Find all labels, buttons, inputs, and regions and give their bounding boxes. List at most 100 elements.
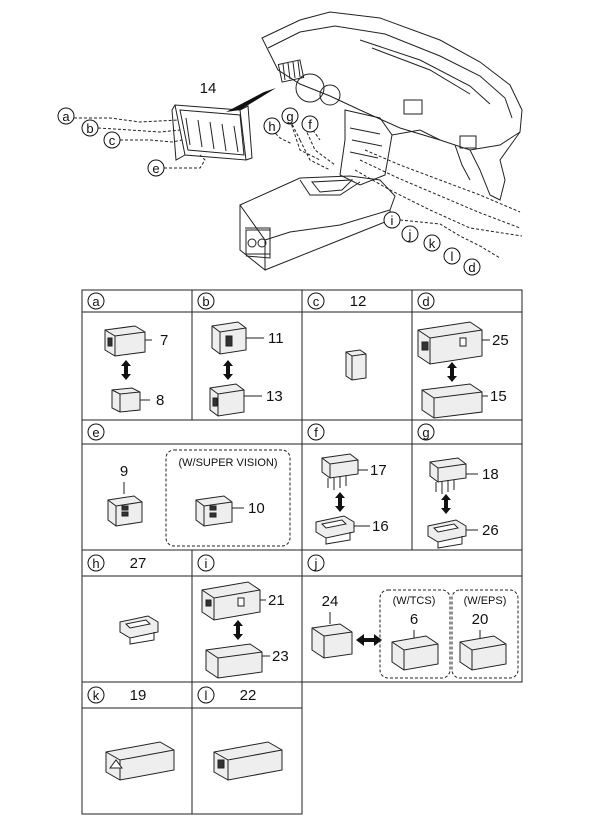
svg-text:i: i [205, 556, 208, 571]
cell-j: j 24 (W/TCS) 6 (W/EPS) 20 [307, 554, 519, 679]
svg-text:k: k [429, 236, 436, 251]
svg-text:a: a [92, 294, 100, 309]
part-15-illustration [421, 383, 483, 419]
cell-e: e 9 (W/SUPER VISION) 10 [87, 423, 291, 547]
svg-text:20: 20 [472, 611, 489, 628]
part-8-illustration [111, 387, 141, 413]
svg-text:d: d [468, 260, 475, 275]
callout-e: e [147, 159, 165, 177]
cell-f: f 17 16 [307, 423, 389, 545]
svg-text:12: 12 [350, 293, 367, 310]
part-12-illustration [345, 349, 367, 381]
svg-text:16: 16 [372, 518, 389, 535]
svg-text:8: 8 [156, 392, 164, 409]
super-vision-variant-box [165, 449, 291, 547]
callout-k: k [423, 234, 441, 252]
callout-g: g [281, 107, 299, 125]
callout-l: l [443, 247, 461, 265]
tcs-variant-box [379, 589, 451, 679]
svg-text:l: l [451, 249, 454, 264]
part-23-illustration [205, 643, 263, 679]
part-14-leader [226, 88, 276, 112]
svg-text:6: 6 [410, 611, 418, 628]
part-27-illustration [119, 615, 159, 645]
part-16-illustration [315, 515, 355, 545]
svg-text:g: g [286, 109, 293, 124]
part-17-illustration [321, 453, 359, 490]
svg-text:i: i [391, 213, 394, 228]
svg-text:11: 11 [268, 330, 284, 347]
callout-h: h [263, 117, 281, 135]
svg-text:l: l [205, 688, 208, 703]
callout-b: b [81, 119, 99, 137]
svg-text:b: b [202, 294, 209, 309]
cell-b: b 11 13 [197, 292, 284, 417]
svg-text:g: g [422, 425, 429, 440]
svg-text:7: 7 [160, 332, 168, 349]
part-10-illustration [195, 495, 233, 527]
cell-l: l 22 [197, 686, 283, 781]
part-7-illustration [104, 325, 146, 357]
svg-text:13: 13 [266, 388, 283, 405]
callout-i: i [383, 211, 401, 229]
callout-j: j [401, 225, 419, 243]
cell-h: h 27 [87, 554, 159, 645]
svg-text:21: 21 [268, 592, 285, 609]
svg-text:(W/SUPER VISION): (W/SUPER VISION) [178, 457, 277, 469]
part-9-illustration [107, 495, 143, 527]
interchange-arrow [356, 634, 382, 646]
part-11-illustration [211, 321, 247, 355]
svg-text:(W/TCS): (W/TCS) [393, 595, 436, 607]
part-label-14: 14 [200, 80, 217, 97]
svg-text:19: 19 [130, 687, 147, 704]
callout-a: a [57, 107, 75, 125]
svg-text:(W/EPS): (W/EPS) [464, 595, 507, 607]
svg-text:10: 10 [248, 500, 265, 517]
part-26-illustration [427, 519, 467, 549]
parts-table [81, 289, 523, 815]
svg-text:24: 24 [322, 593, 339, 610]
callout-f: f [301, 115, 319, 133]
cell-c: c 12 [307, 292, 367, 381]
svg-text:17: 17 [370, 462, 387, 479]
svg-text:h: h [268, 119, 275, 134]
svg-text:25: 25 [492, 332, 509, 349]
part-13-illustration [209, 383, 245, 417]
svg-text:22: 22 [240, 687, 257, 704]
svg-text:h: h [92, 556, 99, 571]
svg-text:j: j [314, 556, 318, 571]
svg-text:23: 23 [272, 648, 289, 665]
svg-text:f: f [308, 117, 312, 132]
svg-text:b: b [86, 121, 93, 136]
cell-i: i 21 23 [197, 554, 289, 679]
cell-a: a 7 8 [87, 292, 168, 413]
cell-k: k 19 [87, 686, 175, 781]
svg-text:k: k [93, 688, 100, 703]
svg-text:d: d [422, 294, 429, 309]
svg-text:a: a [62, 109, 70, 124]
svg-text:9: 9 [120, 463, 128, 480]
part-20-illustration [459, 635, 507, 671]
part-6-illustration [391, 635, 439, 671]
part-24-illustration [311, 623, 353, 659]
callout-d: d [463, 258, 481, 276]
part-18-illustration [429, 457, 467, 494]
svg-text:26: 26 [482, 522, 499, 539]
svg-text:e: e [92, 425, 99, 440]
svg-text:j: j [408, 227, 412, 242]
cell-d: d 25 15 [417, 292, 509, 419]
eps-variant-box [451, 589, 519, 679]
callout-c: c [103, 131, 121, 149]
svg-text:f: f [314, 425, 318, 440]
svg-text:c: c [313, 294, 320, 309]
part-25-illustration [417, 321, 483, 365]
svg-text:18: 18 [482, 466, 499, 483]
cell-g: g 18 26 [417, 423, 499, 549]
svg-text:15: 15 [490, 388, 507, 405]
svg-text:c: c [109, 133, 116, 148]
part-21-illustration [201, 581, 261, 621]
svg-text:e: e [152, 161, 159, 176]
part-19-illustration [105, 741, 175, 781]
svg-text:27: 27 [130, 555, 147, 572]
